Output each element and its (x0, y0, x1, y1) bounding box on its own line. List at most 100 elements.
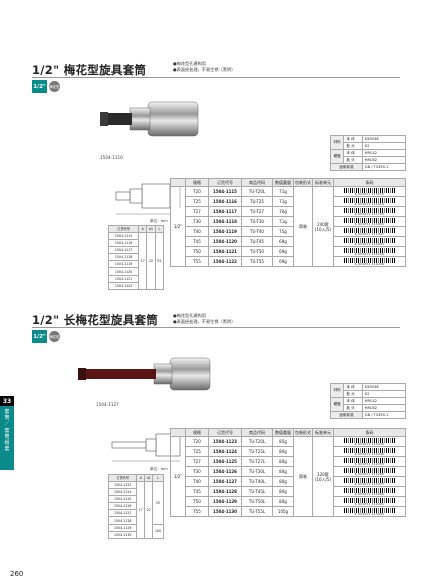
table-cell: 22 (144, 480, 154, 539)
barcode-number: 6 921071 112291 (354, 501, 385, 506)
size-cell: T50 (185, 246, 209, 257)
code-cell: 1504-1122 (208, 256, 242, 267)
spec-value: S2 (361, 390, 407, 398)
std-unit-cell: 240套 (10入/5) (312, 186, 334, 267)
barcode-graphic (343, 217, 396, 223)
size-cell: T45 (185, 486, 209, 497)
size-cell: T20 (185, 436, 209, 447)
barcode-cell: 6 921071 112093 (333, 236, 406, 247)
col-header: 订货代号 (208, 178, 242, 187)
barcode-cell: 6 921071 112284 (333, 486, 406, 497)
barcode-cell: 6 921071 112109 (333, 246, 406, 257)
table-cell: 17 (136, 480, 146, 539)
weight-cell: 70g (272, 206, 294, 217)
col-header: 标准单元 (312, 428, 334, 437)
section2-title: 1/2" 长梅花型旋具套筒 (32, 313, 159, 327)
barcode-number: 6 921071 112246 (354, 451, 385, 456)
barcode-cell: 6 921071 112253 (333, 456, 406, 467)
table-cell: 1504-1121 (107, 274, 140, 283)
weight-cell: 80g (272, 486, 294, 497)
barcode-cell: 6 921071 111619 (333, 196, 406, 207)
product-code-cell: TU-T50 (241, 246, 273, 257)
barcode-number: 6 921071 111831 (354, 221, 385, 226)
col-header: 商品代码 (241, 178, 273, 187)
product-image (78, 357, 211, 391)
col-header: 数值重量 (272, 178, 294, 187)
spec-value: HRC42 (361, 149, 407, 157)
weight-cell: 80g (272, 466, 294, 477)
table-cell: 1504-1118 (107, 253, 140, 262)
barcode-cell: 6 921071 115115 (333, 186, 406, 197)
barcode-cell: 6 921071 111725 (333, 206, 406, 217)
size-cell: T40 (185, 476, 209, 487)
barcode-cell: 6 921071 112291 (333, 496, 406, 507)
weight-cell: 80g (272, 476, 294, 487)
weight-cell: 80g (272, 496, 294, 507)
drive-cell: 1/2" (170, 186, 186, 267)
weight-cell: 105g (272, 506, 294, 517)
table-cell: 22 (146, 231, 156, 290)
spec-group: 硬度 (329, 397, 345, 412)
table-cell: 1504-1129 (107, 523, 138, 532)
product-code-cell: TU-T27 (241, 206, 273, 217)
spec-key: 本 体 (343, 397, 363, 405)
drive-cell: 1/2" (170, 436, 186, 517)
size-cell: T55 (185, 256, 209, 267)
product-code-cell: TU-T55 (241, 256, 273, 267)
product-code-cell: TU-T30L (241, 466, 273, 477)
code-cell: 1504-1126 (208, 466, 242, 477)
unit-label: 单位：mm (150, 467, 168, 471)
code-cell: 1504-1120 (208, 236, 242, 247)
weight-cell: 80g (272, 456, 294, 467)
spec-value: GB / T3390.1 (361, 411, 407, 419)
code-cell: 1504-1124 (208, 446, 242, 457)
barcode-number: 6 921071 113045 (354, 511, 385, 516)
spec-value: GB / T3390.1 (361, 163, 407, 171)
barcode-number: 6 921071 112230 (354, 441, 385, 446)
barcode-graphic (343, 507, 396, 513)
spec-value: HRC62 (361, 156, 407, 164)
size-cell: T40 (185, 226, 209, 237)
code-cell: 1504-1116 (208, 196, 242, 207)
barcode-graphic (343, 227, 396, 233)
table-cell: 1504-1126 (107, 502, 138, 511)
bullet: ●梅花型孔建构用 (173, 61, 206, 66)
drive-size-badge: 1/2" (32, 330, 47, 343)
table-cell: 1504-1119 (107, 260, 140, 269)
image-caption: 1504-1127 (96, 402, 119, 407)
product-image (100, 101, 199, 137)
table-cell: 1504-1128 (107, 516, 138, 525)
barcode-number: 6 921071 111619 (354, 201, 385, 206)
section1-title: 1/2" 梅花型旋具套筒 (32, 63, 147, 77)
barcode-graphic (343, 197, 396, 203)
barcode-number: 6 921071 112246 (354, 261, 385, 266)
barcode-number: 6 921071 112253 (354, 461, 385, 466)
barcode-graphic (343, 237, 396, 243)
product-code-cell: TU-T55L (241, 506, 273, 517)
code-cell: 1504-1123 (208, 436, 242, 447)
barcode-cell: 6 921071 113045 (333, 506, 406, 517)
spec-group: 适用标准 (330, 411, 363, 419)
page-number: 260 (10, 570, 24, 578)
table-cell: 1504-1127 (107, 509, 138, 518)
section-title: 套筒／套筒组套 (4, 409, 10, 453)
size-cell: T27 (185, 456, 209, 467)
barcode-number: 6 921071 112260 (354, 471, 385, 476)
col-header: 订货代号 (208, 428, 242, 437)
std-unit-cell: 120套 (10入/5) (312, 436, 334, 517)
weight-cell: 80g (272, 446, 294, 457)
torx-icon: 梅花型 (49, 331, 60, 342)
section-number: 33 (0, 396, 14, 406)
barcode-graphic (343, 487, 396, 493)
product-code-cell: TU-T25 (241, 196, 273, 207)
product-code-cell: TU-T25L (241, 446, 273, 457)
code-cell: 1504-1127 (208, 476, 242, 487)
spec-value: HRC42 (361, 397, 407, 405)
spec-value: S2 (361, 142, 407, 150)
